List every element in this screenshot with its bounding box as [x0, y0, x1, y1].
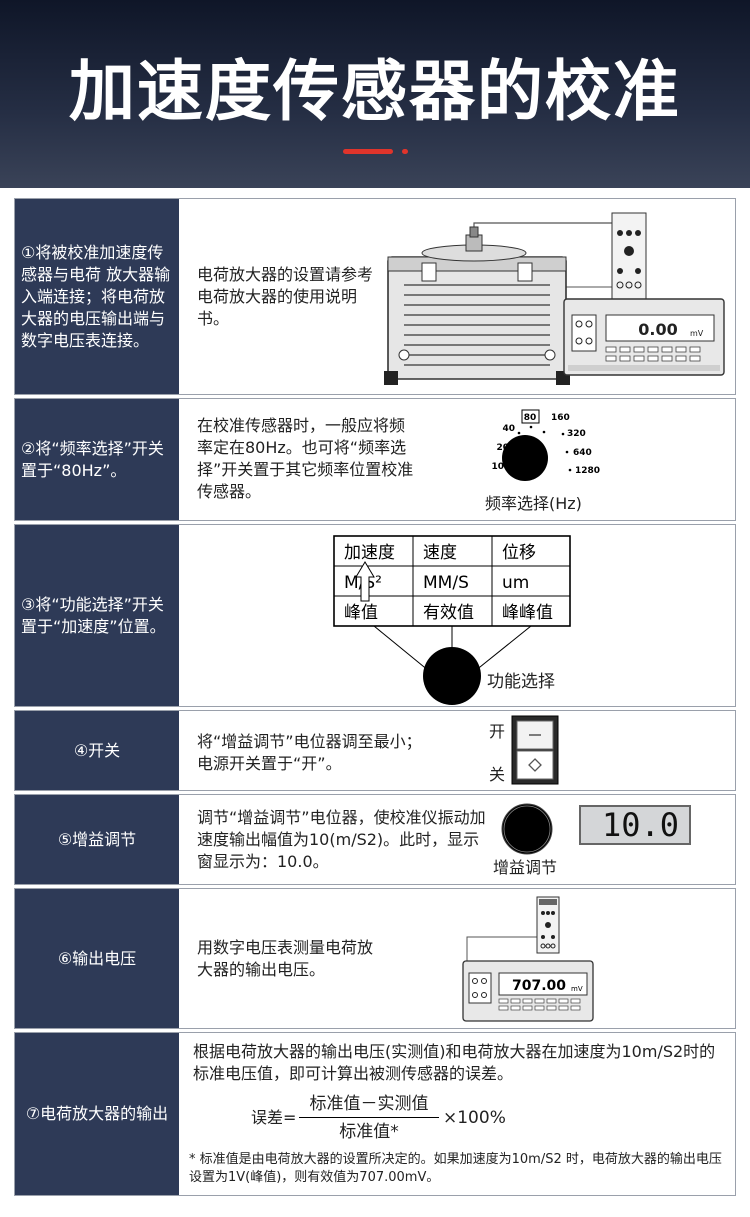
switch-off-label: 关 — [489, 765, 506, 784]
frequency-dial: 10 20 40 80 160 320 640 1280 — [491, 409, 600, 481]
step-3-row: ③将“功能选择”开关置于“加速度”位置。 加速度 速度 位移 M/S² MM/S… — [14, 524, 736, 707]
switch-on-label: 开 — [489, 722, 506, 741]
meter-unit-1: mV — [690, 329, 704, 338]
step-7-content: 根据电荷放大器的输出电压(实测值)和电荷放大器在加速度为10m/S2时的标准电压… — [179, 1033, 735, 1195]
step-6-text: 用数字电压表测量电荷放大器的输出电压。 — [197, 938, 374, 979]
header-banner: 加速度传感器的校准 — [0, 0, 750, 188]
table-cell-0-0: 加速度 — [344, 543, 395, 563]
step-4-row: ④开关 将“增益调节”电位器调至最小；电源开关置于“开”。 开 关 — [14, 710, 736, 791]
freq-tick-80: 80 — [524, 413, 537, 423]
function-select-diagram: 加速度 速度 位移 M/S² MM/S um 峰值 有效值 峰峰值 — [333, 535, 571, 705]
table-cell-2-2: 峰峰值 — [502, 603, 553, 623]
pointer-arrow-icon — [355, 561, 375, 602]
step-5-label: ⑤增益调节 — [15, 795, 179, 884]
accent-dot — [402, 149, 408, 154]
freq-tick-1280: 1280 — [575, 466, 600, 476]
formula-lhs: 误差= — [251, 1108, 297, 1127]
meter-reading-6: 707.00 — [512, 978, 566, 994]
table-cell-0-2: 位移 — [502, 543, 536, 563]
step-2-text: 在校准传感器时，一般应将频率定在80Hz。也可将“频率选择”开关置于其它频率位置… — [197, 416, 414, 501]
step-2-row: ②将“频率选择”开关置于“80Hz”。 在校准传感器时，一般应将频率定在80Hz… — [14, 398, 736, 521]
step-5-text: 调节“增益调节”电位器，使校准仪振动加速度输出幅值为10(m/S2)。此时，显示… — [197, 808, 486, 871]
step-7-text: 根据电荷放大器的输出电压(实测值)和电荷放大器在加速度为10m/S2时的标准电压… — [193, 1042, 716, 1083]
freq-tick-320: 320 — [567, 429, 586, 439]
gain-display-value: 10.0 — [601, 806, 679, 844]
step-2-content: 在校准传感器时，一般应将频率定在80Hz。也可将“频率选择”开关置于其它频率位置… — [179, 399, 735, 520]
step-6-content: 用数字电压表测量电荷放大器的输出电压。 707.00 mV — [179, 889, 735, 1028]
table-cell-1-2: um — [502, 573, 529, 593]
power-switch[interactable] — [511, 715, 561, 787]
switch-diamond-icon — [528, 758, 542, 772]
function-caption: 功能选择 — [487, 672, 555, 692]
meter-unit-6: mV — [571, 985, 583, 993]
step-1-label: ①将被校准加速度传感器与电荷 放大器输入端连接；将电荷放大器的电压输出端与数字电… — [15, 199, 179, 394]
table-cell-2-0: 峰值 — [344, 603, 378, 623]
gain-knob[interactable] — [499, 801, 555, 857]
accent-bar — [343, 149, 393, 154]
step-1-content: 电荷放大器的设置请参考电荷放大器的使用说明书。 — [179, 199, 735, 394]
table-cell-0-1: 速度 — [423, 543, 457, 563]
table-cell-2-1: 有效值 — [423, 603, 474, 623]
freq-tick-640: 640 — [573, 448, 592, 458]
step-6-row: ⑥输出电压 用数字电压表测量电荷放大器的输出电压。 707.00 mV — [14, 888, 736, 1029]
step-7-row: ⑦电荷放大器的输出 根据电荷放大器的输出电压(实测值)和电荷放大器在加速度为10… — [14, 1032, 736, 1196]
freq-tick-160: 160 — [551, 413, 570, 423]
step-7-note: * 标准值是由电荷放大器的设置所决定的。如果加速度为10m/S2 时，电荷放大器… — [189, 1152, 722, 1185]
meter-reading-1: 0.00 — [638, 320, 677, 339]
page-title: 加速度传感器的校准 — [69, 53, 681, 130]
step-2-label: ②将“频率选择”开关置于“80Hz”。 — [15, 399, 179, 520]
step-4-text: 将“增益调节”电位器调至最小；电源开关置于“开”。 — [197, 732, 422, 773]
formula-numerator: 标准值－实测值 — [309, 1094, 429, 1114]
voltmeter-illustration: 707.00 mV — [462, 896, 594, 1022]
step-1-text: 电荷放大器的设置请参考电荷放大器的使用说明书。 — [197, 265, 374, 328]
step-7-label: ⑦电荷放大器的输出 — [15, 1033, 179, 1195]
formula-fraction-bar — [299, 1117, 439, 1118]
step-5-content: 调节“增益调节”电位器，使校准仪振动加速度输出幅值为10(m/S2)。此时，显示… — [179, 795, 735, 884]
step-3-label: ③将“功能选择”开关置于“加速度”位置。 — [15, 525, 179, 706]
step-3-content: 加速度 速度 位移 M/S² MM/S um 峰值 有效值 峰峰值 功能选择 — [179, 525, 735, 706]
step-4-label: ④开关 — [15, 711, 179, 790]
formula-denominator: 标准值* — [339, 1122, 399, 1142]
step-6-label: ⑥输出电压 — [15, 889, 179, 1028]
frequency-caption: 频率选择(Hz) — [485, 494, 582, 513]
step-5-row: ⑤增益调节 调节“增益调节”电位器，使校准仪振动加速度输出幅值为10(m/S2)… — [14, 794, 736, 885]
freq-tick-10: 10 — [491, 462, 504, 472]
gain-caption: 增益调节 — [493, 858, 558, 877]
gain-display: 10.0 — [579, 805, 691, 845]
step-1-row: ①将被校准加速度传感器与电荷 放大器输入端连接；将电荷放大器的电压输出端与数字电… — [14, 198, 736, 395]
calibrator-setup-illustration: 0.00 mV — [384, 212, 725, 385]
freq-tick-40: 40 — [502, 424, 515, 434]
table-cell-1-1: MM/S — [423, 573, 469, 593]
formula-rhs: ×100% — [443, 1108, 506, 1128]
step-4-content: 将“增益调节”电位器调至最小；电源开关置于“开”。 开 关 — [179, 711, 735, 790]
freq-tick-20: 20 — [496, 443, 509, 453]
